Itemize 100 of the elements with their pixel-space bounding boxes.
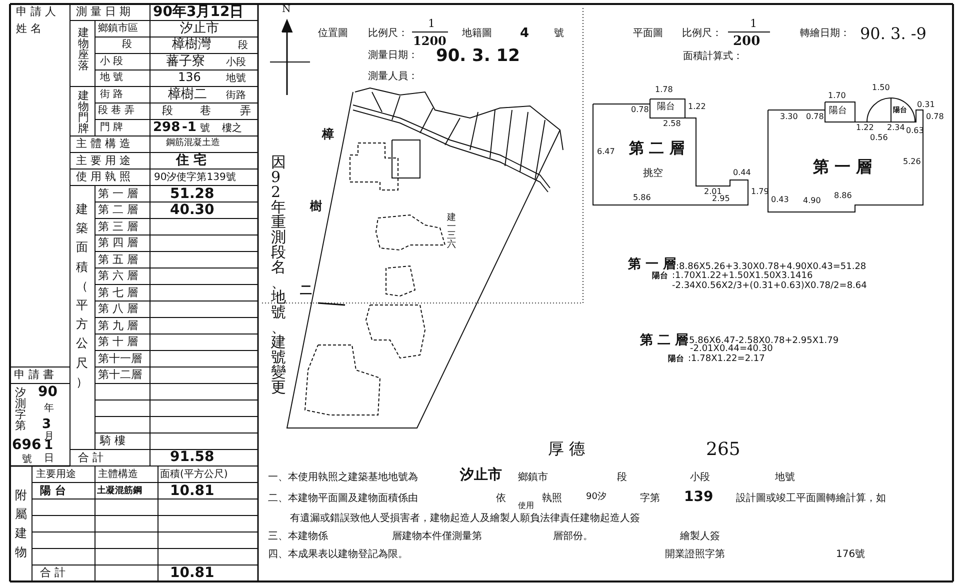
form-value: 51.28 — [170, 186, 214, 202]
map-label: 號 — [554, 28, 564, 39]
map-label: 265 — [706, 440, 740, 460]
vertical-label: 建物座落 — [78, 26, 90, 70]
form-label: 月 — [44, 431, 54, 442]
form-label: 段 — [238, 40, 248, 51]
map-label: 比例尺： — [368, 28, 408, 39]
form-label: 第 四 層 — [98, 237, 138, 250]
form-label: 小 段 — [100, 56, 124, 66]
form-value: 10.81 — [170, 566, 214, 582]
dimension-value: 0.78 — [631, 106, 649, 115]
dimension-value: 1.78 — [655, 86, 673, 95]
form-label: 使 用 執 照 — [76, 171, 130, 184]
note-text: 176號 — [836, 549, 866, 560]
note-text: 層部份。 — [553, 531, 593, 542]
form-label: 第 六 層 — [98, 270, 138, 282]
dimension-value: 3.30 — [780, 113, 798, 122]
dimension-value: 1.50 — [872, 84, 890, 93]
form-label: 主 體 構 造 — [76, 138, 130, 150]
form-label: 合 計 — [78, 452, 104, 464]
note-text: 開業證照字第 — [665, 549, 725, 560]
form-label: 街 路 — [100, 88, 124, 100]
note-text: 使用 — [518, 502, 534, 511]
map-label: 平面圖 — [633, 28, 663, 39]
form-label: 樓之 — [222, 122, 242, 134]
dimension-value: 1.22 — [856, 124, 874, 133]
note-text: 小段 — [690, 472, 710, 483]
dimension-value: 5.26 — [903, 158, 921, 167]
form-value: 298 — [153, 120, 180, 135]
form-label: 鄉鎮市區 — [98, 22, 138, 34]
formula-text: :1.78X1.22=2.17 — [688, 355, 765, 365]
vertical-label: 建物門牌 — [78, 90, 90, 134]
map-label: N — [282, 4, 291, 15]
dimension-value: 0.78 — [806, 113, 824, 122]
form-label: 段 巷 弄 — [98, 105, 134, 116]
form-label: 日 — [44, 452, 54, 464]
form-value: 樟樹灣 — [172, 38, 211, 52]
room-label: 挑空 — [643, 168, 663, 179]
note-text: 地號 — [775, 472, 795, 483]
form-label: 第 三 層 — [98, 220, 138, 233]
note-text: 90汐 — [586, 493, 606, 503]
formula-text: 第 一 層 — [628, 258, 676, 272]
balcony-outline — [825, 102, 855, 122]
form-value: 136 — [178, 71, 201, 84]
formula-text: 陽台 — [668, 355, 684, 364]
room-label: 第 二 層 — [629, 140, 684, 156]
form-label: 巷 — [200, 105, 211, 118]
form-label: 第 十 層 — [98, 336, 138, 348]
map-label: 樹 — [310, 200, 322, 214]
form-label: 面積(平方公尺) — [160, 469, 228, 480]
room-label: 陽台 — [657, 103, 675, 113]
form-label: 合 計 — [40, 567, 66, 580]
dimension-value: 0.44 — [733, 169, 751, 178]
note-text: 汐止市 — [460, 468, 502, 484]
note-text: 139 — [684, 490, 714, 506]
map-label: 1 — [750, 18, 757, 30]
map-label: 90. 3. -9 — [860, 25, 926, 43]
vertical-label: 因92年重測段名、地號、建號變更 — [271, 155, 287, 395]
form-label: 年 — [44, 403, 54, 414]
form-label: 弄 — [240, 105, 251, 118]
form-value: 3 — [42, 418, 52, 432]
form-label: 主 要 用 途 — [76, 154, 130, 167]
dimension-value: 0.31 — [917, 101, 935, 110]
dimension-value: 2.34 — [887, 124, 905, 133]
map-label: 二 — [300, 284, 312, 298]
form-value: 土凝混筋鋼 — [97, 486, 142, 496]
form-value: 汐止市 — [180, 22, 219, 36]
form-value: 90汐使字第139號 — [154, 172, 236, 183]
form-label: 第 二 層 — [98, 204, 138, 216]
balcony-outline — [650, 99, 685, 118]
room-label: 陽台 — [829, 107, 847, 117]
formula-text: 陽台 — [652, 272, 668, 281]
dimension-value: 1.22 — [688, 103, 706, 112]
form-label: 第 一 層 — [98, 188, 138, 200]
form-label: 申 請 人 — [16, 6, 56, 18]
form-label: 第 五 層 — [98, 254, 138, 266]
note-text: 有遺漏或錯誤致他人受損害者，建物起造人及繪製人願負法律責任建物起造人簽 — [290, 513, 640, 524]
form-label: 主體構造 — [98, 469, 138, 480]
form-label: 段 — [162, 105, 173, 118]
form-label: 第十一層 — [98, 352, 142, 365]
form-label: 測 量 日 期 — [76, 6, 130, 18]
vertical-label: 建一三六 — [447, 214, 457, 250]
map-label: 1 — [428, 18, 435, 30]
dimension-value: 2.01 — [704, 188, 722, 196]
form-value: 40.30 — [170, 203, 214, 218]
form-label: 門 牌 — [100, 122, 124, 132]
note-text: 三、本建物係 — [268, 531, 328, 542]
form-label: 主要用途 — [36, 469, 76, 480]
dimension-value: 6.47 — [597, 148, 615, 157]
note-text: 層建物本件僅測量第 — [392, 531, 482, 542]
note-text: 鄉鎮市 — [518, 472, 548, 483]
map-label: 面積計算式： — [683, 51, 743, 62]
note-text: 四、本成果表以建物登記為限。 — [268, 549, 408, 560]
note-text: 段 — [617, 472, 627, 483]
formula-text: :8.86X5.26+3.30X0.78+4.90X0.43=51.28 — [676, 263, 866, 272]
vertical-label: 汐測字第 — [15, 386, 27, 430]
dimension-value: 0.56 — [870, 134, 888, 143]
map-label: 90. 3. 12 — [436, 47, 520, 66]
balcony-outline — [867, 96, 915, 122]
dimension-value: 2.95 — [712, 195, 730, 204]
